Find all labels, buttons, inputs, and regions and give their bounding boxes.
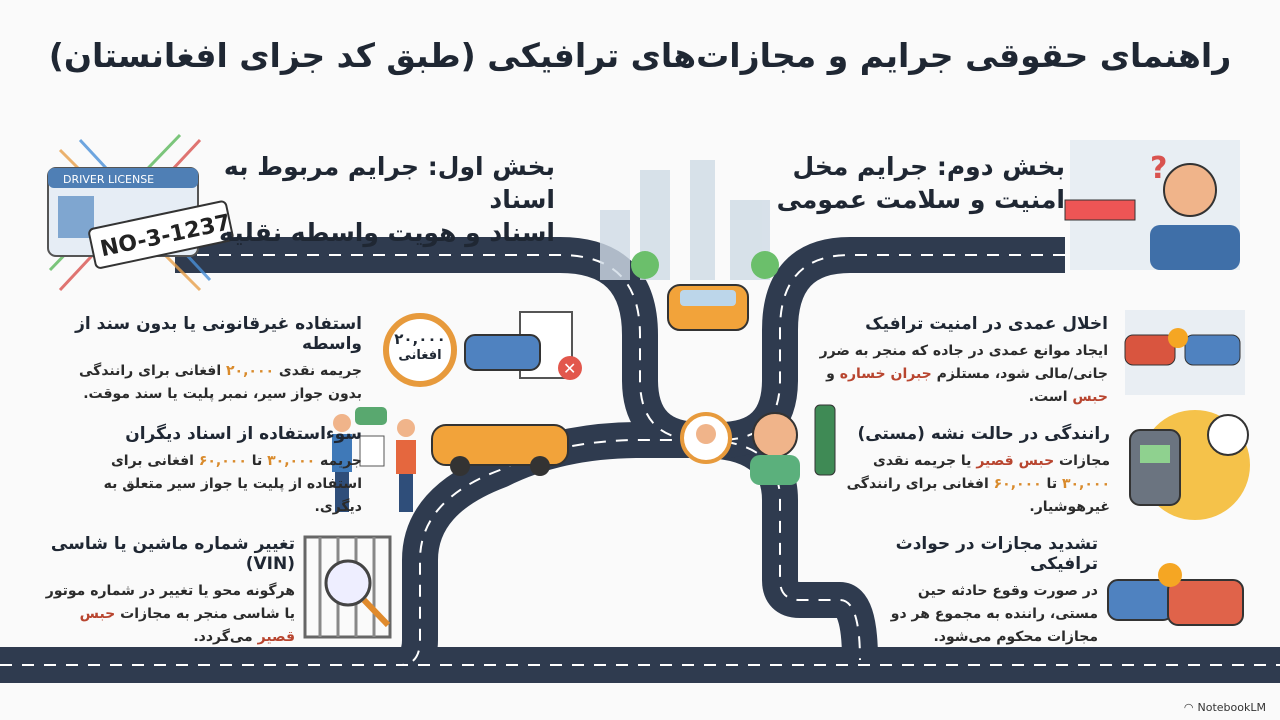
item-body: در صورت وقوع حادثه حین مستی، راننده به م… — [883, 580, 1098, 649]
drunk-driver-icon: ? — [1064, 140, 1240, 270]
brand-label: NotebookLM — [1197, 701, 1266, 714]
fine-badge-amount: ۲۰,۰۰۰ — [394, 330, 446, 348]
body-text: در صورت وقوع حادثه حین مستی، راننده به م… — [890, 583, 1098, 645]
item-title: تغییر شماره ماشین یا شاسی (VIN) — [50, 534, 295, 574]
drinking-man-icon — [680, 404, 836, 485]
fine-badge: ۲۰,۰۰۰ افغانی — [388, 330, 452, 363]
section2-heading: بخش دوم: جرایم مخل امنیت و سلامت عمومی — [685, 150, 1065, 216]
people-exchange-icon — [332, 407, 416, 512]
fine-badge-unit: افغانی — [398, 348, 442, 363]
body-text: جریمه — [315, 453, 362, 469]
section2-heading-line2: امنیت و سلامت عمومی — [776, 185, 1065, 214]
highlight-text: ۲۰,۰۰۰ — [226, 363, 275, 379]
item-title: اخلال عمدی در امنیت ترافیک — [865, 314, 1108, 334]
svg-text:?: ? — [1150, 151, 1167, 186]
body-text: افغانی برای رانندگی بدون جواز سیر، نمبر … — [79, 363, 362, 402]
svg-text:DRIVER LICENSE: DRIVER LICENSE — [63, 173, 154, 186]
left-item-2: سوءاستفاده از اسناد دیگران جریمه ۳۰,۰۰۰ ت… — [102, 424, 362, 519]
car-icon — [667, 284, 749, 331]
highlight-text: ۶۰,۰۰۰ — [198, 453, 247, 469]
body-text: است. — [1028, 389, 1073, 405]
body-text: و — [826, 366, 840, 382]
fine-badge-ring — [383, 313, 457, 387]
highlight-text: ۳۰,۰۰۰ — [267, 453, 316, 469]
item-body: جریمه ۳۰,۰۰۰ تا ۶۰,۰۰۰ افغانی برای استفا… — [102, 450, 362, 519]
highlight-text: جبران خساره — [839, 366, 932, 382]
item-title: استفاده غیرقانونی یا بدون سند از واسطه — [75, 314, 362, 354]
item-title: تشدید مجازات در حوادث ترافیکی — [895, 534, 1098, 574]
accident-icon — [1107, 563, 1244, 626]
item-body: هرگونه محو یا تغییر در شماره موتور یا شا… — [45, 580, 295, 649]
item-body: جریمه نقدی ۲۰,۰۰۰ افغانی برای رانندگی بد… — [42, 360, 362, 406]
brand-watermark: ◠NotebookLM — [1184, 701, 1266, 714]
svg-text:✕: ✕ — [563, 359, 576, 378]
highlight-text: ۳۰,۰۰۰ — [1061, 476, 1110, 492]
body-text: می‌گردد. — [193, 629, 258, 645]
item-body: مجازات حبس قصیر یا جریمه نقدی ۳۰,۰۰۰ تا … — [840, 450, 1110, 519]
body-text: جریمه نقدی — [274, 363, 362, 379]
section1-heading: بخش اول: جرایم مربوط به اسناد اسناد و هو… — [155, 150, 555, 249]
left-item-3: تغییر شماره ماشین یا شاسی (VIN) هرگونه مح… — [45, 534, 295, 649]
page-title: راهنمای حقوقی جرایم و مجازات‌های ترافیکی… — [48, 36, 1232, 75]
section2-heading-line1: بخش دوم: جرایم مخل — [792, 152, 1066, 181]
body-text: افغانی برای رانندگی غیرهوشیار. — [846, 476, 1110, 515]
item-title: سوءاستفاده از اسناد دیگران — [125, 424, 362, 444]
highlight-text: حبس قصیر — [79, 606, 295, 645]
notebooklm-logo-icon: ◠ — [1183, 701, 1194, 714]
driver-license-icon: DRIVER LICENSE NO-3-1237 — [47, 133, 234, 292]
crash-icon — [1124, 310, 1245, 395]
jail-magnifier-icon — [303, 535, 392, 639]
section1-heading-line2: اسناد و هویت واسطه نقلیه — [219, 218, 555, 247]
body-text: تا — [1041, 476, 1062, 492]
highlight-text: حبس قصیر — [976, 453, 1055, 469]
orange-car-icon — [431, 424, 569, 476]
car-document-icon: ✕ — [464, 311, 582, 380]
body-text: افغانی برای استفاده از پلیت یا جواز سیر … — [103, 453, 362, 515]
body-text: ایجاد موانع عمدی در جاده که منجر به ضرر … — [819, 343, 1108, 382]
item-body: ایجاد موانع عمدی در جاده که منجر به ضرر … — [808, 340, 1108, 409]
item-title: رانندگی در حالت نشه (مستی) — [857, 424, 1110, 444]
highlight-text: ۶۰,۰۰۰ — [993, 476, 1042, 492]
right-item-3: تشدید مجازات در حوادث ترافیکی در صورت وقو… — [883, 534, 1098, 649]
left-item-1: استفاده غیرقانونی یا بدون سند از واسطه جر… — [42, 314, 362, 406]
right-item-1: اخلال عمدی در امنیت ترافیک ایجاد موانع عم… — [808, 314, 1108, 409]
right-item-2: رانندگی در حالت نشه (مستی) مجازات حبس قصی… — [840, 424, 1110, 519]
breathalyzer-icon — [1129, 410, 1250, 520]
body-text: مجازات — [1054, 453, 1110, 469]
body-text: هرگونه محو یا تغییر در شماره موتور یا شا… — [45, 583, 295, 622]
section1-heading-line1: بخش اول: جرایم مربوط به اسناد — [223, 152, 555, 214]
body-text: تا — [246, 453, 268, 469]
body-text: یا جریمه نقدی — [872, 453, 977, 469]
highlight-text: حبس — [1072, 389, 1108, 405]
